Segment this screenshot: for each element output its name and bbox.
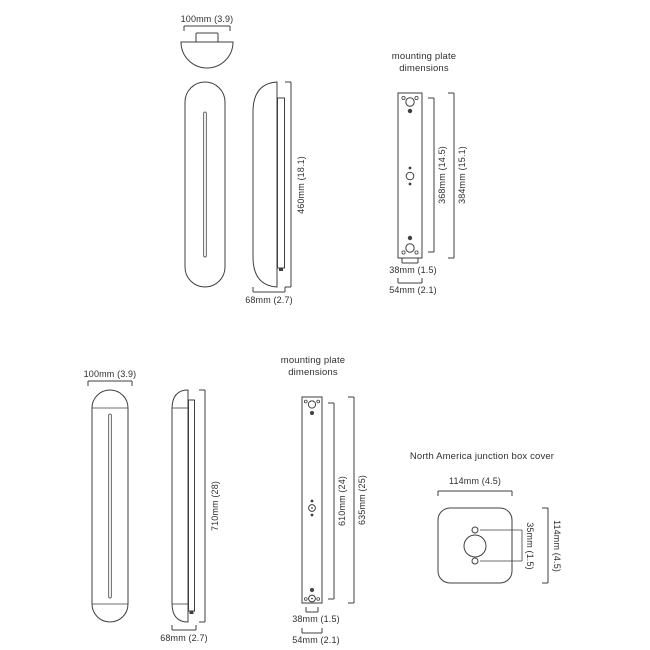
fixture-large-depth-dimension-line bbox=[171, 625, 197, 631]
fixture-small-height-label: 460mm (18.1) bbox=[296, 156, 306, 214]
fixture-small-front-view bbox=[184, 81, 226, 288]
mounting-plate-small-hole-span-label: 368mm (14.5) bbox=[437, 146, 447, 204]
mounting-plate-large-hole-width-dimension-line bbox=[305, 607, 319, 613]
mounting-plate-small-title-line1: mounting plate bbox=[392, 51, 456, 62]
mounting-plate-small-holes bbox=[401, 96, 419, 255]
mounting-plate-large: mounting plate dimensions 610mm (24) 635… bbox=[281, 355, 367, 645]
mounting-plate-large-hole-span-label: 610mm (24) bbox=[337, 476, 347, 526]
junction-box-title: North America junction box cover bbox=[410, 451, 554, 462]
junction-box-screw-hole-top bbox=[471, 526, 479, 534]
junction-box-width-label: 114mm (4.5) bbox=[449, 476, 501, 486]
fixture-small-side-view bbox=[252, 81, 285, 288]
mounting-plate-small-hole-width-dimension-line bbox=[401, 258, 419, 264]
mounting-plate-large-height-dimension-line bbox=[348, 396, 355, 604]
mounting-plate-large-height-label: 635mm (25) bbox=[357, 475, 367, 525]
mounting-plate-small-height-dimension-line bbox=[448, 92, 455, 259]
fixture-small-depth-label: 68mm (2.7) bbox=[245, 295, 293, 305]
fixture-large-width-dimension-line bbox=[87, 380, 133, 386]
mounting-plate-large-title-line1: mounting plate bbox=[281, 355, 345, 366]
mounting-plate-large-title-line2: dimensions bbox=[288, 367, 338, 378]
mounting-plate-small-hole-width-label: 38mm (1.5) bbox=[389, 265, 437, 275]
mounting-plate-large-outline bbox=[301, 396, 323, 604]
mounting-plate-large-holes bbox=[303, 399, 321, 603]
mounting-plate-small-height-label: 384mm (15.1) bbox=[457, 146, 467, 204]
fixture-small: 100mm (3.9) 460mm (18.1) 68mm (2.7) bbox=[180, 14, 306, 305]
fixture-large-light-slot bbox=[108, 413, 112, 599]
fixture-small-height-dimension-line bbox=[285, 81, 292, 288]
junction-box-center-hole bbox=[463, 534, 487, 558]
fixture-large-height-dimension-line bbox=[199, 389, 206, 623]
mounting-plate-large-width-dimension-line bbox=[301, 628, 323, 634]
fixture-small-light-slot bbox=[203, 111, 207, 258]
fixture-large-depth-label: 68mm (2.7) bbox=[160, 633, 208, 643]
junction-box-hole-spacing-label: 35mm (1.5) bbox=[525, 522, 535, 570]
fixture-small-top-view bbox=[180, 32, 234, 69]
mounting-plate-small-width-dimension-line bbox=[397, 278, 423, 284]
fixture-small-depth-dimension-line bbox=[252, 287, 286, 293]
fixture-large-front-view bbox=[91, 389, 129, 623]
mounting-plate-large-width-label: 54mm (2.1) bbox=[292, 635, 340, 645]
junction-box-screw-hole-bottom bbox=[471, 557, 479, 565]
mounting-plate-large-hole-width-label: 38mm (1.5) bbox=[292, 614, 340, 624]
mounting-plate-small-outline bbox=[397, 92, 423, 259]
mounting-plate-small-width-label: 54mm (2.1) bbox=[389, 285, 437, 295]
junction-box-height-dimension-line bbox=[542, 507, 549, 584]
fixture-large: 100mm (3.9) 710mm (28) 68mm (2.7) bbox=[84, 369, 220, 643]
junction-box-width-dimension-line bbox=[437, 490, 513, 496]
junction-box-height-label: 114mm (4.5) bbox=[552, 520, 562, 572]
fixture-large-width-label: 100mm (3.9) bbox=[84, 369, 137, 379]
junction-box-hole-spacing-dimension-line bbox=[480, 529, 523, 562]
fixture-large-side-view bbox=[171, 389, 195, 623]
mounting-plate-small-title-line2: dimensions bbox=[399, 63, 449, 74]
fixture-large-backplate-profile bbox=[188, 399, 195, 612]
fixture-small-width-dimension-line bbox=[183, 25, 231, 31]
mounting-plate-small: mounting plate dimensions 368mm (14.5) 3… bbox=[389, 51, 467, 295]
fixture-small-width-label: 100mm (3.9) bbox=[181, 14, 234, 24]
mounting-plate-large-hole-span-dimension-line bbox=[328, 402, 335, 600]
fixture-small-backplate-profile bbox=[277, 97, 285, 269]
junction-box-cover: North America junction box cover 114mm (… bbox=[410, 451, 562, 584]
junction-box-cover-plate bbox=[437, 507, 513, 584]
fixture-large-height-label: 710mm (28) bbox=[210, 481, 220, 531]
mounting-plate-small-hole-span-dimension-line bbox=[428, 97, 435, 253]
